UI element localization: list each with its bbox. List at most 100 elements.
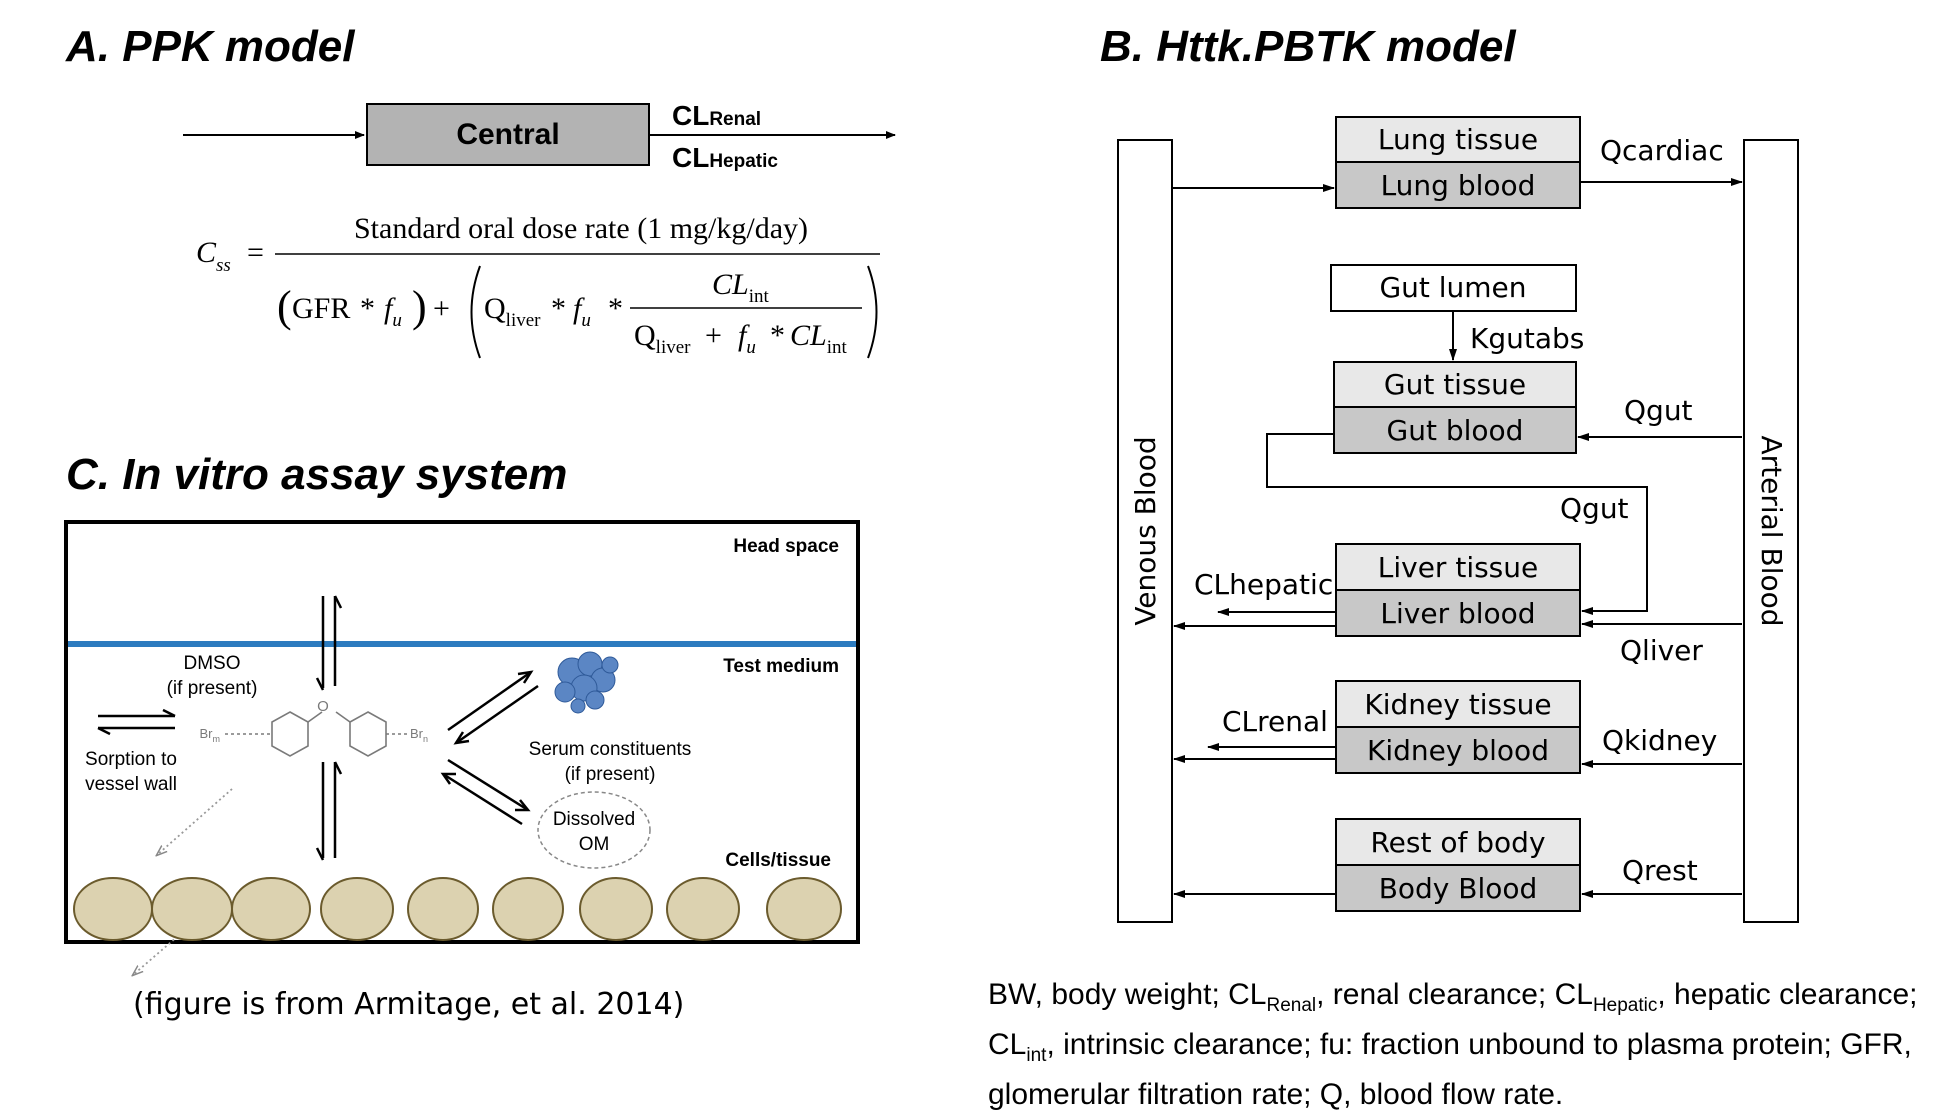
gut-tissue-label: Gut tissue: [1384, 368, 1526, 401]
panel-c-title: C. In vitro assay system: [66, 450, 568, 499]
sorption-label-2: vessel wall: [85, 774, 177, 795]
eq-times-1: *: [360, 292, 375, 325]
eq-equals: =: [247, 236, 264, 269]
eq-big-paren-close: [867, 265, 878, 359]
lung-tissue-box: [1335, 116, 1581, 163]
cl-renal-flow-label: CLrenal: [1222, 705, 1328, 738]
eq-cl-int-num: CLint: [712, 268, 769, 307]
central-compartment: [366, 103, 650, 166]
liver-blood-box: [1335, 589, 1581, 637]
cells-tissue-label: Cells/tissue: [725, 850, 831, 871]
cl-hepatic-label: CLHepatic: [672, 142, 778, 173]
gut-lumen-label: Gut lumen: [1379, 271, 1526, 304]
gut-lumen-box: [1330, 264, 1577, 312]
eq-big-paren-open: [470, 265, 481, 359]
lung-tissue-label: Lung tissue: [1378, 123, 1538, 156]
eq-arrow-om-up: [442, 772, 523, 826]
legend-part-1: BW, body weight; CL: [988, 978, 1267, 1011]
serum-label-2: (if present): [565, 764, 656, 785]
oxygen-atom: O: [317, 698, 329, 715]
dmso-label: DMSO: [184, 653, 241, 674]
equilibrium-arrows: [97, 595, 539, 861]
body-blood-box: [1335, 864, 1581, 912]
om-label-2: OM: [579, 834, 610, 855]
q-gut-in-label: Qgut: [1624, 394, 1693, 427]
rest-of-body-box: [1335, 818, 1581, 866]
cell: [407, 877, 479, 941]
om-label-1: Dissolved: [553, 809, 635, 830]
legend-part-4: , intrinsic clearance; fu: fraction unbo…: [988, 1028, 1912, 1111]
kidney-blood-label: Kidney blood: [1367, 734, 1549, 767]
liver-blood-label: Liver blood: [1380, 597, 1535, 630]
eq-lhs: Css: [196, 236, 231, 276]
body-blood-label: Body Blood: [1379, 872, 1538, 905]
dissolved-om-ellipse: [537, 791, 651, 869]
legend-sub-hepatic: Hepatic: [1592, 995, 1658, 1016]
q-liver-label: Qliver: [1620, 634, 1703, 667]
cell: [766, 877, 842, 941]
br-n-label: Brn: [410, 726, 428, 744]
eq-times-2: *: [551, 292, 566, 325]
eq-paren-close: ): [412, 282, 427, 331]
test-medium-label: Test medium: [723, 656, 839, 677]
legend-sub-renal: Renal: [1266, 995, 1317, 1016]
venous-blood-label: Venous Blood: [1129, 436, 1162, 625]
legend-part-3: , hepatic clearance; CL: [988, 978, 1918, 1061]
head-space-label: Head space: [733, 536, 839, 557]
arterial-blood-label: Arterial Blood: [1755, 435, 1788, 626]
liver-tissue-box: [1335, 543, 1581, 591]
eq-q-liver: Qliver: [484, 292, 541, 331]
venous-blood-bar: [1117, 139, 1173, 923]
portal-flow-path: [1266, 433, 1648, 615]
eq-plus-2: +: [705, 319, 722, 352]
sorption-dotted-arrow: [157, 788, 233, 855]
eq-times-3: *: [608, 292, 623, 325]
serum-protein-icon: [554, 651, 619, 714]
q-kidney-label: Qkidney: [1602, 724, 1717, 757]
cell: [492, 877, 564, 941]
pbde-molecule: [225, 711, 408, 757]
cell: [73, 877, 153, 941]
arterial-blood-bar: [1743, 139, 1799, 923]
eq-plus-1: +: [433, 292, 450, 325]
kgutabs-label: Kgutabs: [1470, 322, 1584, 355]
panel-b-title: B. Httk.PBTK model: [1100, 22, 1516, 71]
gut-blood-label: Gut blood: [1387, 414, 1524, 447]
gut-blood-box: [1333, 406, 1577, 454]
kidney-blood-box: [1335, 726, 1581, 774]
cell: [151, 877, 233, 941]
cl-hepatic-flow-label: CLhepatic: [1194, 568, 1333, 601]
sorption-label-1: Sorption to: [85, 749, 177, 770]
cl-renal-label: CLRenal: [672, 100, 761, 131]
eq-paren-open: (: [277, 282, 292, 331]
cell: [666, 877, 740, 941]
dmso-note: (if present): [167, 678, 258, 699]
central-label: Central: [456, 118, 559, 151]
eq-times-4: *: [770, 319, 785, 352]
panel-a-title: A. PPK model: [66, 22, 355, 71]
cell-layer: [73, 877, 842, 941]
eq-arrow-serum-down: [455, 684, 539, 745]
kidney-tissue-label: Kidney tissue: [1364, 688, 1551, 721]
eq-q-liver-den: Qliver: [634, 319, 691, 358]
figure-source-note: (figure is from Armitage, et al. 2014): [133, 987, 685, 1022]
cell: [579, 877, 653, 941]
serum-label-1: Serum constituents: [529, 739, 692, 760]
abbreviation-legend: BW, body weight; CLRenal, renal clearanc…: [988, 975, 1943, 1114]
rest-of-body-label: Rest of body: [1370, 826, 1545, 859]
css-equation: Css = Standard oral dose rate (1 mg/kg/d…: [196, 212, 880, 359]
eq-numerator: Standard oral dose rate (1 mg/kg/day): [354, 212, 808, 245]
legend-sub-int: int: [1026, 1045, 1047, 1066]
eq-arrow-serum-up: [447, 670, 532, 732]
q-cardiac-label: Qcardiac: [1600, 134, 1724, 167]
legend-part-2: , renal clearance; CL: [1316, 978, 1593, 1011]
cell: [231, 877, 311, 941]
eq-gfr: GFR: [292, 292, 350, 325]
eq-cl-int-den: CLint: [790, 319, 847, 358]
q-gut-portal-label: Qgut: [1560, 492, 1629, 525]
liver-tissue-label: Liver tissue: [1378, 551, 1539, 584]
lung-blood-box: [1335, 161, 1581, 209]
